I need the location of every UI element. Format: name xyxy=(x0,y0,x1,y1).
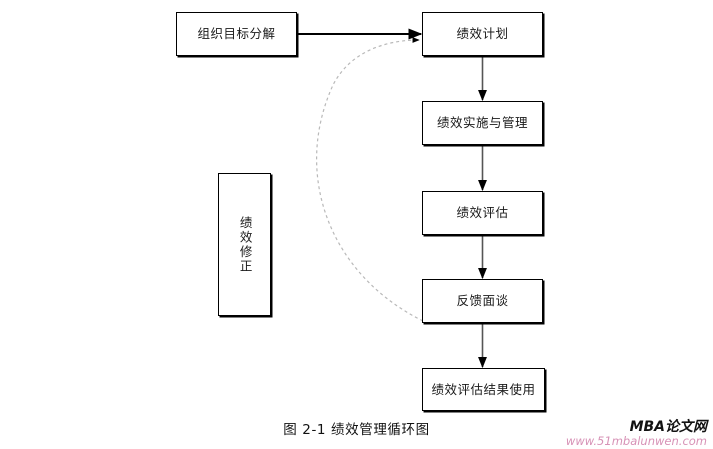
figure-caption: 图 2-1 绩效管理循环图 xyxy=(283,422,430,438)
node-perf-plan[interactable]: 绩效计划 xyxy=(422,12,543,56)
watermark-title: MBA论文网 xyxy=(629,419,707,436)
node-perf-eval[interactable]: 绩效评估 xyxy=(422,191,543,235)
node-perf-eval-label: 绩效评估 xyxy=(456,205,509,221)
node-result-use-label: 绩效评估结果使用 xyxy=(431,381,536,397)
node-perf-revise[interactable]: 绩效修正 xyxy=(218,173,271,316)
node-perf-revise-label: 绩效修正 xyxy=(237,215,253,274)
node-perf-plan-label: 绩效计划 xyxy=(456,26,509,42)
connector-feedback-loop-dashed xyxy=(316,37,424,322)
node-perf-exec[interactable]: 绩效实施与管理 xyxy=(422,101,543,145)
node-perf-exec-label: 绩效实施与管理 xyxy=(436,115,528,131)
watermark: MBA论文网 www.51mbalunwen.com xyxy=(566,420,707,447)
node-org-goal-label: 组织目标分解 xyxy=(197,26,276,42)
node-result-use[interactable]: 绩效评估结果使用 xyxy=(422,368,545,411)
node-feedback[interactable]: 反馈面谈 xyxy=(422,279,543,323)
node-org-goal[interactable]: 组织目标分解 xyxy=(176,12,297,56)
node-feedback-label: 反馈面谈 xyxy=(456,293,509,309)
watermark-url: www.51mbalunwen.com xyxy=(565,433,707,448)
